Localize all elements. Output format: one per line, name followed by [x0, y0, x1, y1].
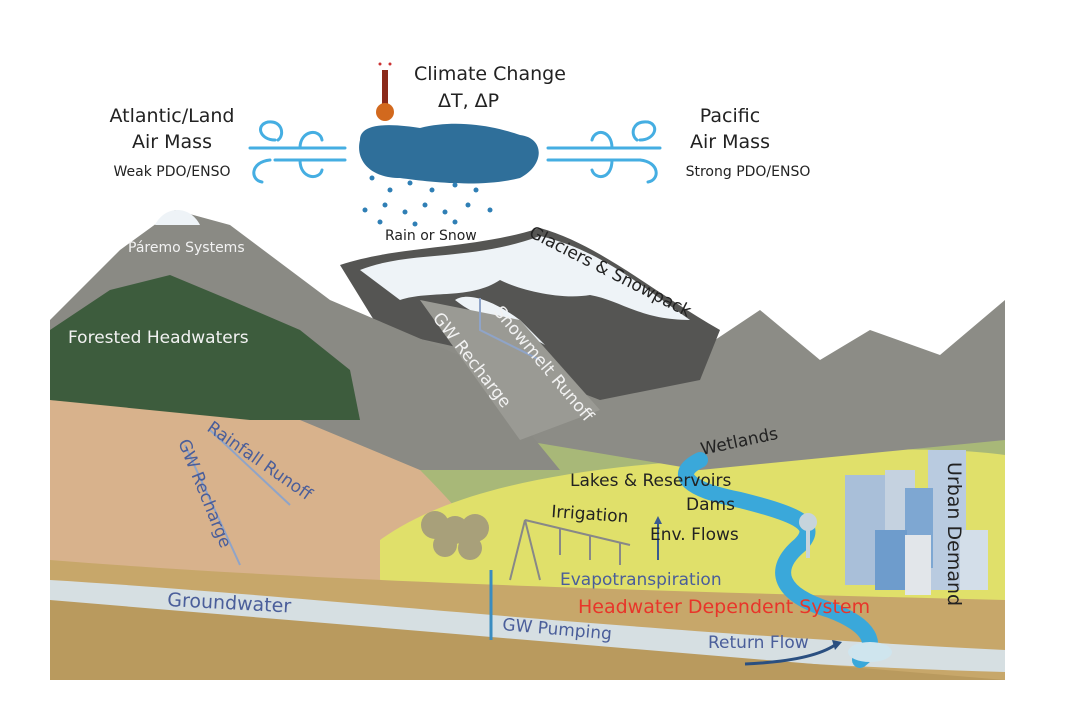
- rain-snow-label: Rain or Snow: [385, 228, 477, 244]
- paremo-label: Páremo Systems: [128, 240, 245, 256]
- snowpack: [360, 236, 690, 320]
- climate-delta-label: ΔT, ΔP: [438, 90, 499, 112]
- evapotranspiration-label: Evapotranspiration: [560, 570, 722, 590]
- pacific-label-1: Pacific: [700, 105, 760, 127]
- forest: [50, 275, 360, 420]
- cloud-icon: [359, 123, 539, 184]
- forested-headwaters-label: Forested Headwaters: [68, 328, 249, 348]
- irrigation-pivot-icon: [509, 519, 631, 581]
- orchard-icon: [421, 511, 489, 560]
- atlantic-label-2: Air Mass: [132, 131, 212, 153]
- rain-drops-icon: [362, 175, 493, 227]
- lakes-reservoirs-label: Lakes & Reservoirs: [570, 471, 731, 491]
- river: [678, 452, 878, 668]
- urban-demand-label: Urban Demand: [943, 462, 965, 606]
- atlantic-sub-label: Weak PDO/ENSO: [114, 164, 231, 180]
- mountains: [50, 210, 1005, 470]
- wind-left-icon: [248, 120, 347, 184]
- dams-label: Dams: [686, 495, 735, 515]
- climate-change-label: Climate Change: [414, 63, 566, 85]
- pacific-label-2: Air Mass: [690, 131, 770, 153]
- thermometer-icon: [376, 62, 394, 121]
- pacific-sub-label: Strong PDO/ENSO: [686, 164, 811, 180]
- return-flow-arrow: [744, 643, 836, 666]
- city-buildings-icon: [799, 450, 988, 595]
- env-flows-label: Env. Flows: [650, 525, 739, 545]
- return-flow-label: Return Flow: [708, 633, 809, 653]
- atlantic-label-1: Atlantic/Land: [110, 105, 235, 127]
- groundwater-band: [50, 580, 1005, 672]
- water-tower-icon: [799, 513, 817, 531]
- wind-right-icon: [546, 120, 662, 184]
- headwater-system-label: Headwater Dependent System: [578, 596, 870, 618]
